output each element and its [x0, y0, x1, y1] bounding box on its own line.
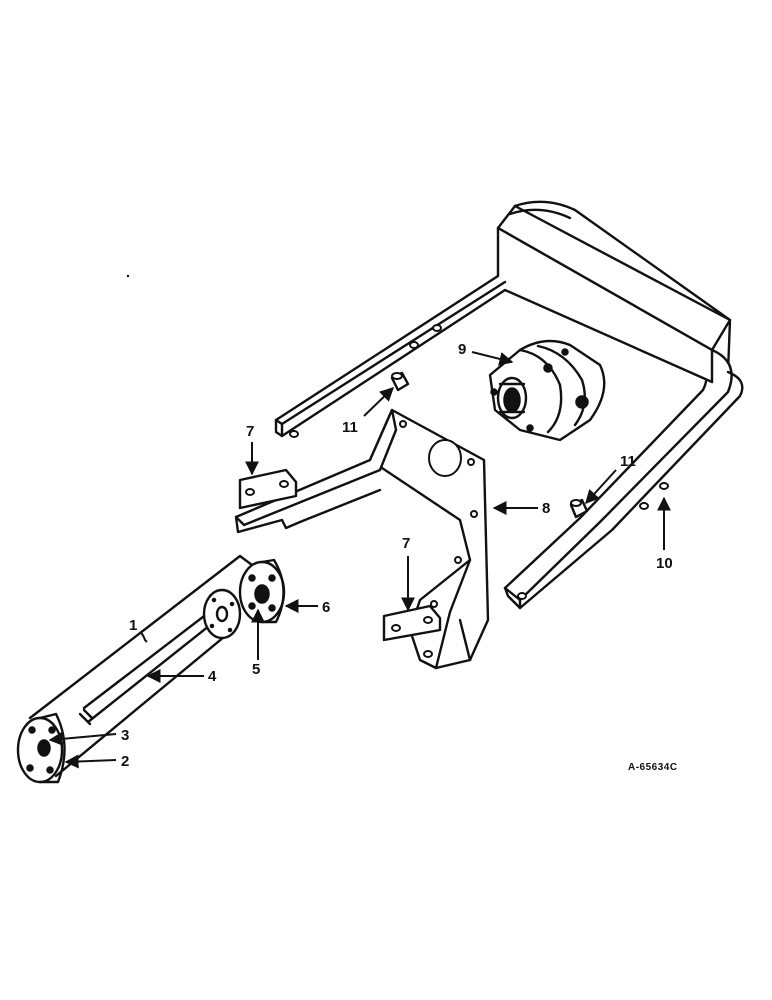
frame-part-10 — [274, 200, 744, 610]
spacer-part-11-lower — [569, 498, 589, 519]
flange-part-2 — [16, 712, 66, 784]
leader-lines — [48, 351, 671, 769]
coupling-part-6 — [238, 558, 286, 624]
drawing-code: A-65634C — [628, 762, 678, 773]
callout-4: 4 — [208, 668, 217, 685]
callout-5: 5 — [252, 661, 260, 678]
bracket-part-8 — [234, 408, 490, 670]
callout-10: 10 — [656, 555, 673, 572]
callout-labels: 1 2 3 4 5 6 7 7 8 9 10 11 11 — [121, 341, 673, 770]
stray-dot — [126, 274, 130, 278]
callout-11-lower: 11 — [620, 453, 636, 470]
callout-7-upper: 7 — [246, 423, 254, 440]
callout-2: 2 — [121, 753, 129, 770]
callout-8: 8 — [542, 500, 550, 517]
callout-9: 9 — [458, 341, 466, 358]
plate-part-7-lower — [382, 604, 442, 642]
callout-1: 1 — [129, 617, 137, 634]
callout-11-upper: 11 — [342, 419, 358, 436]
callout-6: 6 — [322, 599, 330, 616]
spacer-part-11-upper — [390, 371, 410, 392]
callout-3: 3 — [121, 727, 129, 744]
plate-part-7-upper — [238, 468, 298, 510]
pump-part-9 — [488, 339, 606, 442]
callout-7-lower: 7 — [402, 535, 410, 552]
